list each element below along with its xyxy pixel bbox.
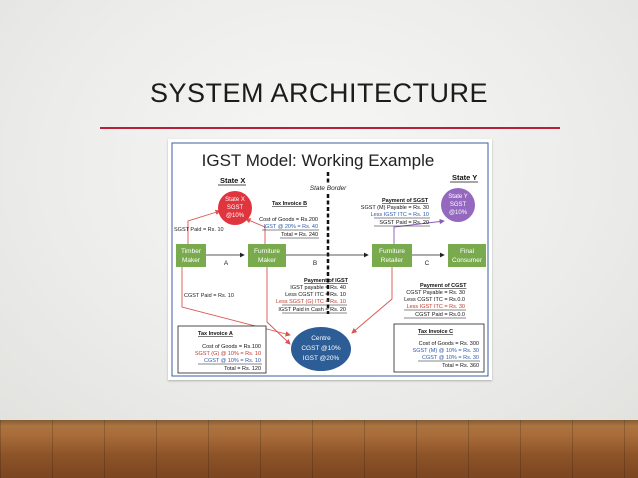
invoice-c-title: Tax Invoice C [418, 329, 453, 335]
payment-sgst-line3: SGST Paid = Rs. 20 [379, 220, 429, 226]
centre-line3: IGST @20% [303, 355, 340, 362]
state-y-label: State Y [452, 173, 477, 182]
point-b-label: B [313, 260, 317, 267]
state-x-label: State X [220, 176, 245, 185]
invoice-c-line1: Cost of Goods = Rs. 300 [419, 341, 479, 347]
payment-cgst-line2: Less CGST ITC = Rs.0.0 [404, 297, 465, 303]
invoice-a-line3: CGST @ 10% = Rs. 10 [204, 358, 261, 364]
invoice-b-line2: IGST @ 20% = Rs. 40 [263, 224, 318, 230]
furniture-retailer-line1: Furniture [379, 248, 405, 255]
furniture-retailer-box [372, 244, 412, 267]
slide-title: SYSTEM ARCHITECTURE [149, 78, 489, 108]
point-c-label: C [425, 260, 430, 267]
title-underline [100, 127, 560, 129]
igst-arrow-furniture-maker [266, 266, 291, 345]
final-consumer-line1: Final [460, 248, 475, 255]
payment-cgst-line3: Less IGST ITC = Rs. 30 [407, 304, 465, 310]
timber-maker-box [176, 244, 206, 267]
circle-y-line3: @10% [449, 210, 468, 216]
sgst-arrow-furniture-maker [245, 218, 266, 245]
invoice-c-line2: SGST (M) @ 10% = Rs. 30 [413, 348, 479, 354]
invoice-c-line3: CGST @ 10% = Rs. 30 [422, 355, 479, 361]
final-consumer-line2: Consumer [452, 257, 483, 264]
payment-igst-line3: Less SGST (G) ITC = Rs. 10 [276, 299, 346, 305]
payment-sgst-line1: SGST (M) Payable = Rs. 30 [361, 205, 429, 211]
sgst-arrow-timber [187, 209, 221, 245]
cgst-paid-x-label: CGST Paid = Rs. 10 [184, 293, 234, 299]
payment-cgst-line1: CGST Payable = Rs. 30 [406, 290, 465, 296]
furniture-retailer-line2: Retailer [381, 257, 404, 264]
circle-y-line2: SGST [450, 202, 467, 208]
figure-frame [171, 142, 489, 377]
wood-floor-decoration [0, 420, 638, 478]
floor-shadow [0, 420, 638, 426]
invoice-a-line2: SGST (G) @ 10% = Rs. 10 [195, 351, 261, 357]
furniture-maker-line2: Maker [258, 257, 277, 264]
payment-igst-line1: IGST payable = Rs. 40 [290, 285, 346, 291]
payment-sgst-line2: Less IGST ITC = Rs. 10 [371, 212, 429, 218]
cgst-arrow-retailer [351, 266, 393, 334]
payment-igst-line4: IGST Paid in Cash = Rs. 20 [278, 307, 346, 313]
payment-sgst-title: Payment of SGST [382, 198, 429, 204]
invoice-b-line1: Cost of Goods = Rs.200 [259, 217, 318, 223]
sgst-paid-x-label: SGST Paid = Rs. 10 [174, 227, 224, 233]
circle-x-line1: State X [225, 197, 245, 203]
furniture-maker-line1: Furniture [254, 248, 280, 255]
circle-x-line3: @10% [226, 213, 245, 219]
invoice-a-total: Total = Rs. 120 [224, 366, 261, 372]
invoice-b-title: Tax Invoice B [272, 201, 307, 207]
payment-igst-title: Payment of IGST [304, 278, 349, 284]
payment-cgst-title: Payment of CGST [420, 283, 467, 289]
timber-maker-line1: Timber [181, 248, 202, 255]
invoice-b-total: Total = Rs. 240 [281, 232, 318, 238]
state-x-sgst-circle [218, 191, 252, 225]
centre-circle [291, 327, 351, 371]
invoice-c-total: Total = Rs. 360 [442, 363, 479, 369]
centre-line2: CGST @10% [301, 345, 341, 352]
final-consumer-box [448, 244, 486, 267]
state-border-label: State Border [310, 185, 347, 192]
sgst-arrow-retailer [393, 218, 445, 245]
payment-cgst-line4: CGST Paid = Rs.0.0 [415, 312, 465, 318]
point-a-label: A [224, 260, 229, 267]
circle-y-line1: State Y [448, 194, 468, 200]
circle-x-line2: SGST [227, 205, 244, 211]
invoice-a-box [177, 325, 267, 374]
invoice-a-line1: Cost of Goods = Rs.100 [202, 344, 261, 350]
invoice-c-box [393, 323, 485, 373]
centre-line1: Centre [311, 335, 331, 342]
invoice-a-title: Tax Invoice A [198, 331, 233, 337]
igst-diagram-figure: IGST Model: Working Example State X Stat… [168, 139, 492, 380]
state-y-sgst-circle [441, 188, 475, 222]
figure-title: IGST Model: Working Example [202, 151, 435, 170]
payment-igst-line2: Less CGST ITC = Rs. 10 [285, 292, 346, 298]
cgst-arrow-timber [181, 266, 291, 337]
furniture-maker-box [248, 244, 286, 267]
timber-maker-line2: Maker [182, 257, 201, 264]
